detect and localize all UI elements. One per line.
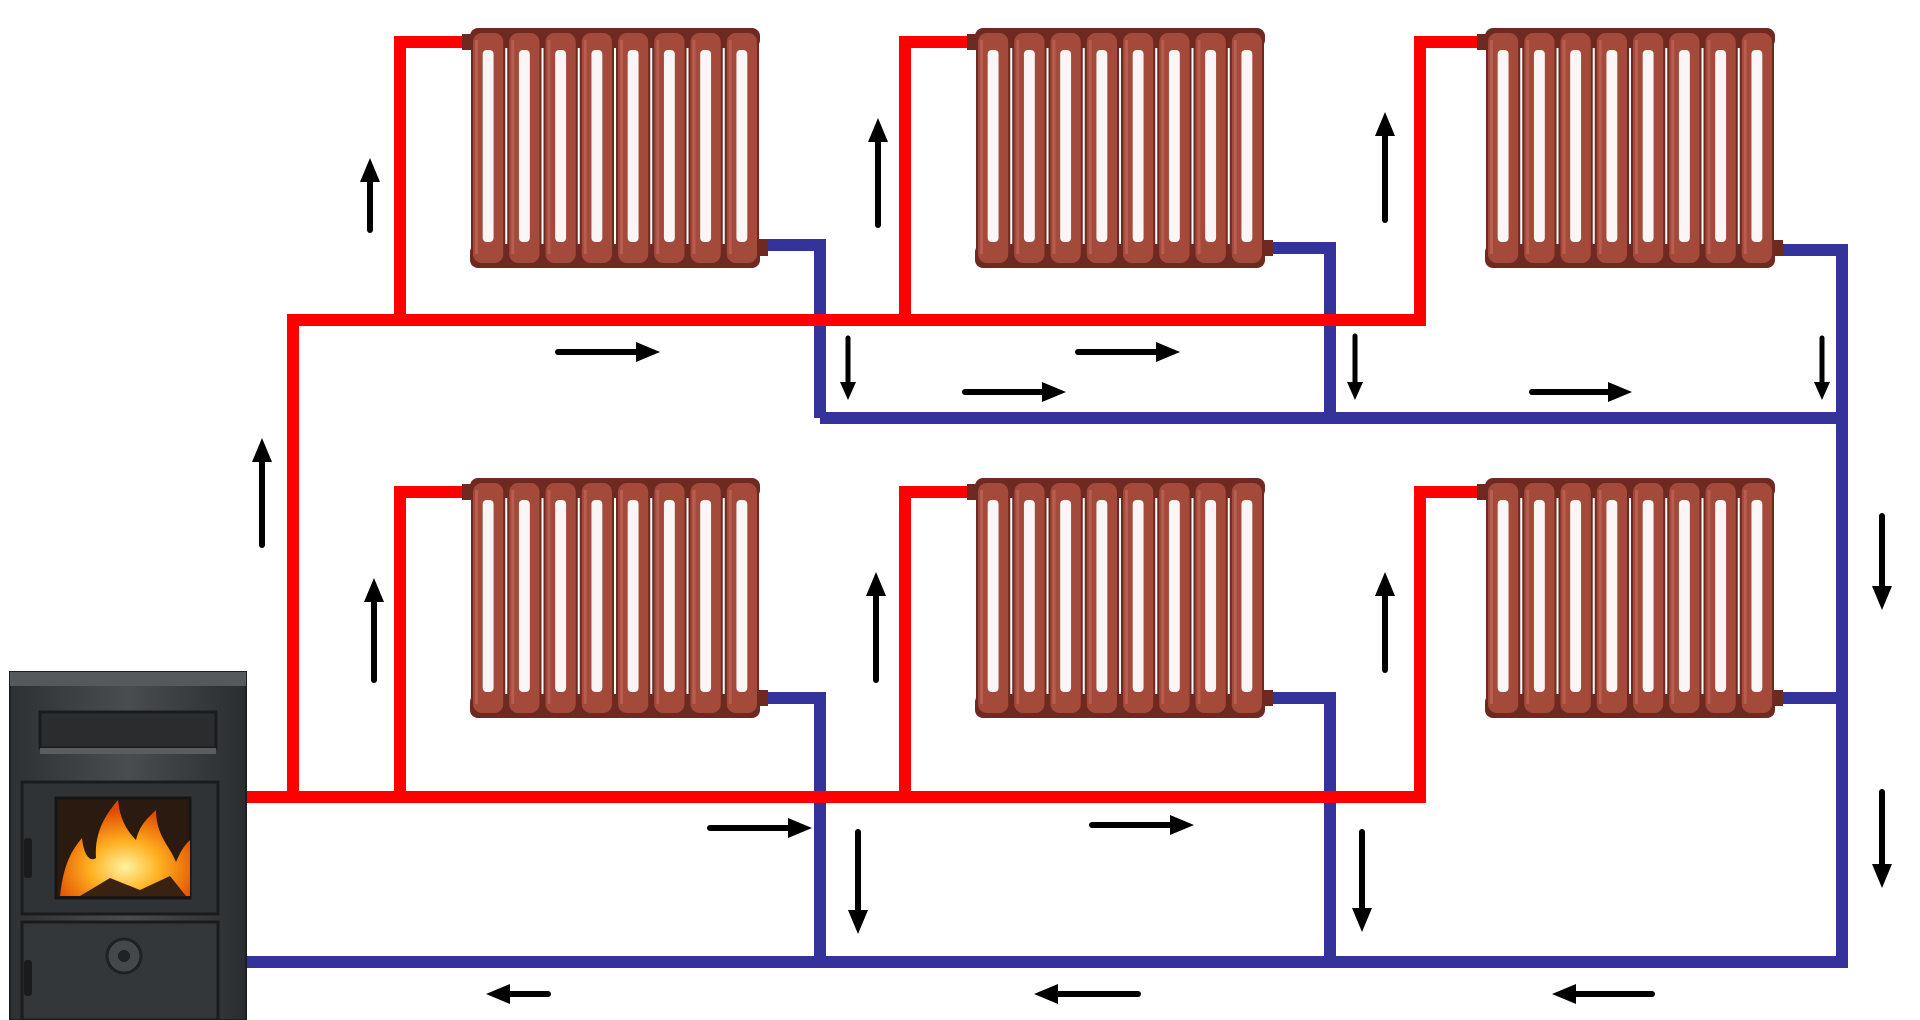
- radiator: [462, 478, 768, 718]
- flow-arrow: [1352, 829, 1372, 932]
- stove-ash-drawer: [38, 710, 218, 750]
- flow-arrow: [848, 829, 868, 934]
- stove: [9, 671, 247, 1020]
- supply-pipe-segment: [394, 36, 470, 320]
- flow-arrow: [866, 572, 886, 683]
- radiator: [1477, 478, 1783, 718]
- supply-pipes: [246, 36, 1485, 803]
- radiator: [462, 28, 768, 268]
- return-pipe-segment: [1265, 692, 1336, 962]
- flow-arrow: [1075, 342, 1180, 362]
- flow-arrow: [1347, 333, 1363, 400]
- fire-flames: [60, 800, 190, 896]
- flow-arrow: [360, 158, 380, 233]
- flow-arrow: [1552, 984, 1655, 1004]
- flow-arrow: [840, 335, 856, 400]
- flow-arrow: [1089, 815, 1194, 835]
- flow-arrow: [252, 438, 272, 548]
- supply-pipe-segment: [899, 36, 975, 320]
- flow-arrow: [1529, 382, 1632, 402]
- radiator: [967, 28, 1273, 268]
- flow-arrow: [1872, 789, 1892, 888]
- radiators: [462, 28, 1783, 718]
- supply-pipe-segment: [246, 486, 1485, 803]
- flow-arrow: [868, 118, 888, 228]
- supply-pipe-segment: [394, 486, 470, 797]
- supply-pipe-segment: [287, 36, 1485, 797]
- supply-pipe-segment: [899, 486, 975, 797]
- radiator: [967, 478, 1273, 718]
- stove-door-handle: [24, 838, 32, 878]
- flow-arrow: [707, 818, 812, 838]
- flow-arrow: [364, 578, 384, 683]
- flow-arrow: [555, 342, 660, 362]
- flow-arrow: [1375, 572, 1395, 673]
- flow-arrows: [252, 112, 1892, 1004]
- flow-arrow: [962, 382, 1066, 402]
- flow-arrow: [486, 984, 551, 1004]
- return-pipe-segment: [755, 239, 826, 418]
- radiator: [1477, 28, 1783, 268]
- flow-arrow: [1375, 112, 1395, 223]
- return-pipe-segment: [755, 692, 826, 962]
- return-pipe-segment: [1265, 242, 1336, 418]
- flow-arrow: [1872, 513, 1892, 610]
- return-pipe-segment: [246, 244, 1848, 968]
- return-pipes: [246, 239, 1848, 968]
- flow-arrow: [1034, 984, 1141, 1004]
- flow-arrow: [1814, 335, 1830, 400]
